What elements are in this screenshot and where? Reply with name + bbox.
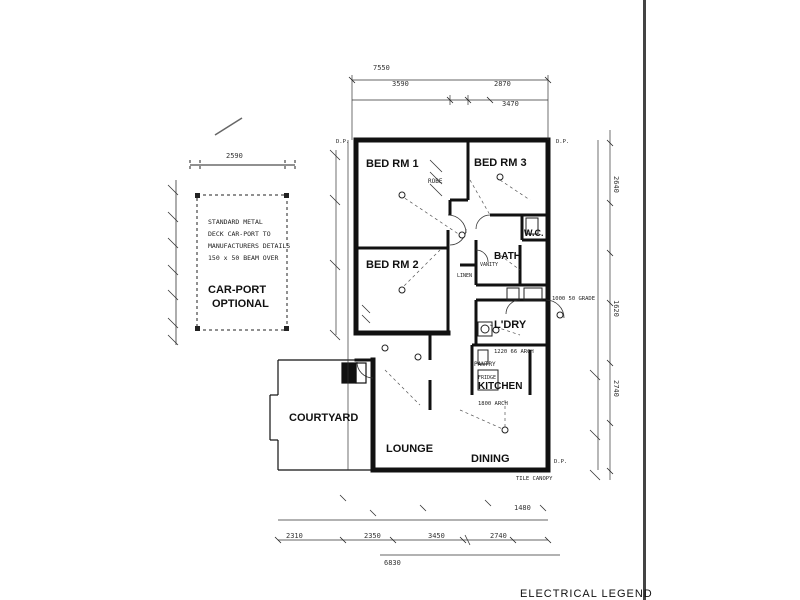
scan-mark: [214, 117, 243, 136]
dim-top-3590: 3590: [392, 80, 409, 88]
label-fridge: FRIDGE: [478, 375, 496, 381]
label-carport: CAR-PORT OPTIONAL: [208, 284, 269, 310]
note-dp-3: D.P.: [554, 459, 567, 465]
label-bed-rm-1: BED RM 1: [366, 158, 419, 170]
label-linen: LINEN: [457, 273, 472, 279]
exterior-walls: [353, 137, 551, 473]
note-tile-canopy: TILE CANOPY: [516, 476, 553, 482]
label-wc: W.C.: [524, 228, 544, 238]
note-arch-top: 1220 66 ARCH: [494, 349, 534, 355]
label-dining: DINING: [471, 453, 510, 465]
note-grade: 1000 50 GRADE: [552, 296, 595, 302]
note-dp-2: D.P.: [556, 139, 569, 145]
dim-right-1620: 1620: [612, 300, 620, 317]
label-laundry: L'DRY: [494, 319, 527, 331]
dim-bottom-3450: 3450: [428, 532, 445, 540]
carport-note-line2: DECK CAR-PORT TO: [208, 230, 271, 238]
dim-bottom-2740: 2740: [490, 532, 507, 540]
dim-top-3470: 3470: [502, 100, 519, 108]
electrical-legend-title: ELECTRICAL LEGEND: [520, 588, 653, 600]
note-dp-1: D.P.: [336, 139, 349, 145]
carport-note-line3: MANUFACTURERS DETAILS: [208, 242, 290, 250]
margin-ticks: [329, 149, 601, 546]
carport-posts: [195, 193, 289, 331]
label-lounge: LOUNGE: [386, 443, 433, 455]
label-carport-line1: CAR-PORT: [208, 284, 266, 296]
laundry-fixtures: [477, 217, 543, 391]
carport-outline: [189, 160, 296, 331]
label-bed-rm-2: BED RM 2: [366, 259, 419, 271]
carport-note-line1: STANDARD METAL: [208, 218, 263, 226]
dim-bottom-overall: 6830: [384, 559, 401, 567]
note-arch: 1800 ARCH: [478, 401, 508, 407]
carport-note: STANDARD METAL DECK CAR-PORT TO MANUFACT…: [208, 218, 290, 262]
dim-bottom-2350: 2350: [364, 532, 381, 540]
dim-bottom-1480: 1480: [514, 504, 531, 512]
label-bath: BATH: [494, 251, 521, 262]
dim-top-overall: 7550: [373, 64, 390, 72]
light-points: [381, 173, 564, 434]
label-bed-rm-3: BED RM 3: [474, 157, 527, 169]
label-robe: ROBE: [428, 178, 443, 185]
page-edge: [643, 0, 646, 600]
robe-hatch: [361, 159, 443, 324]
dimension-ticks: [274, 76, 614, 544]
interior-walls: [358, 142, 546, 410]
dim-right-2640: 2640: [612, 176, 620, 193]
label-courtyard: COURTYARD: [289, 412, 358, 424]
courtyard-outline: [269, 359, 373, 471]
dim-right-2740: 2740: [612, 380, 620, 397]
dim-bottom-2310: 2310: [286, 532, 303, 540]
carport-note-line4: 150 x 50 BEAM OVER: [208, 254, 279, 262]
label-carport-line2: OPTIONAL: [212, 298, 269, 310]
dim-carport-2590: 2590: [226, 152, 243, 160]
electrical-runs: [384, 179, 531, 431]
carport-left-ticks: [167, 180, 179, 346]
label-pantry: PANTRY: [474, 361, 496, 368]
label-vanity: VANITY: [480, 262, 498, 268]
dim-top-2870: 2870: [494, 80, 511, 88]
label-kitchen: KITCHEN: [478, 381, 522, 392]
